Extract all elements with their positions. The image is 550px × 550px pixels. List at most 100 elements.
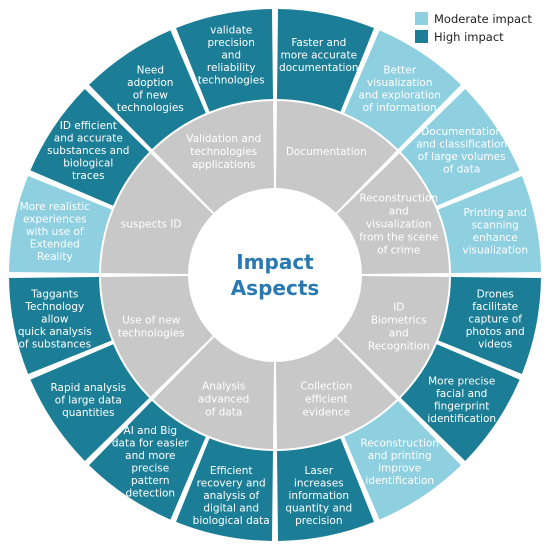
aspect-label-line: Reality [37,251,73,263]
aspect-label-line: of information [363,102,437,114]
aspect-label-line: Technology [24,301,84,313]
aspect-label-line: experiences [23,213,87,225]
aspect-segment-moderate [438,176,541,273]
aspect-label-line: data for easier [112,438,190,450]
category-label-id-biometrics-line: Recognition [368,341,430,353]
category-label-documentation-line: Documentation [286,146,367,158]
aspect-label-line: with use of [26,226,84,238]
aspect-label-line: ID efficient [60,120,117,132]
center-circle [189,189,361,361]
aspect-segment-high [438,277,541,374]
aspect-label-line: visualization [367,77,433,89]
category-segment-id-biometrics [337,275,449,397]
aspect-label-line: and more [125,450,175,462]
legend-swatch-high [415,30,428,43]
category-label-validation-line: technologies [190,146,257,158]
legend-item-high: High impact [415,28,532,45]
aspect-label-line: More realistic [20,201,91,213]
category-label-new-technologies-line: technologies [118,328,185,340]
aspect-label-line: Faster and [291,37,346,49]
category-label-suspects-id: suspects ID [121,218,182,230]
aspect-label-line: traces [72,170,105,182]
aspect-label-line: of new [133,89,169,101]
aspect-segment-high [30,344,150,461]
aspect-label-line: precision [295,515,342,527]
aspect-label-line: identification [427,413,496,425]
category-label-reconstruction-line: of crime [377,244,420,256]
category-segment-validation [153,101,275,213]
category-label-validation-line: applications [192,159,255,171]
category-label-reconstruction-line: from the scene [359,231,438,243]
category-label-collection-line: efficient [305,394,348,406]
category-label-analysis-line: Analysis [202,381,245,393]
aspect-label-line: information [288,490,349,502]
aspect-label-line: Documentation [421,126,502,138]
aspect-label-line: Better [383,64,416,76]
category-segment-collection [275,337,397,449]
aspect-label-line: digital and [203,502,259,514]
aspect-label-line: biological data [193,515,270,527]
category-label-collection-line: evidence [302,407,350,419]
category-segment-new-technologies [101,275,213,397]
legend-label-moderate: Moderate impact [434,11,532,26]
aspect-label-line: technologies [117,102,184,114]
aspect-label-line: and exploration [358,89,440,101]
aspect-segment-high [400,344,520,461]
aspect-label-line: validate [210,25,252,37]
category-label-suspects-id-line: suspects ID [121,218,182,230]
category-label-analysis-line: of data [205,407,242,419]
aspect-label-line: quantities [62,407,114,419]
aspect-label-line: increases [294,477,344,489]
category-label-id-biometrics-line: and [389,328,409,340]
aspect-segment-moderate [344,30,461,150]
category-label-documentation: Documentation [286,146,367,158]
aspect-label-line: technologies [198,75,265,87]
aspect-label-line: of large volumes [418,151,506,163]
aspect-label-line: biological [63,157,113,169]
aspect-label-line: analysis of [203,490,259,502]
aspect-label-line: pattern [131,475,170,487]
aspect-segment-high [176,9,273,112]
aspect-label-line: identification [365,475,434,487]
aspect-segment-high [277,9,374,112]
category-label-reconstruction-line: visualization [366,218,432,230]
aspect-label-line: more accurate [281,50,358,62]
aspect-label-line: AI and Big [124,425,178,437]
aspect-segment-high [89,400,206,520]
category-label-collection-line: Collection [300,381,352,393]
aspect-label-line: adoption [127,77,173,89]
aspect-label-line: enhance [473,232,518,244]
aspect-label-line: facial and [436,388,487,400]
aspect-label-line: Need [137,64,164,76]
aspect-segment-high [89,30,206,150]
aspect-label-line: quick analysis [18,326,92,338]
category-label-analysis-line: advanced [198,394,249,406]
aspect-segment-moderate [344,400,461,520]
aspect-label-line: allow [41,314,69,326]
category-label-id-biometrics-line: ID [393,302,404,314]
legend-swatch-moderate [415,12,428,25]
aspect-label-line: Rapid analysis [50,382,126,394]
aspect-label-line: of large data [55,394,122,406]
aspect-label-line: Drones [477,289,514,301]
aspect-segment-moderate [400,89,520,206]
aspect-label-line: Reconstruction [360,438,439,450]
aspect-label-line: documentation [279,62,359,74]
aspect-label-line: reliability [207,62,256,74]
category-segment-reconstruction [337,153,449,275]
aspect-segment-high [277,438,374,541]
aspect-label-line: visualization [462,245,528,257]
